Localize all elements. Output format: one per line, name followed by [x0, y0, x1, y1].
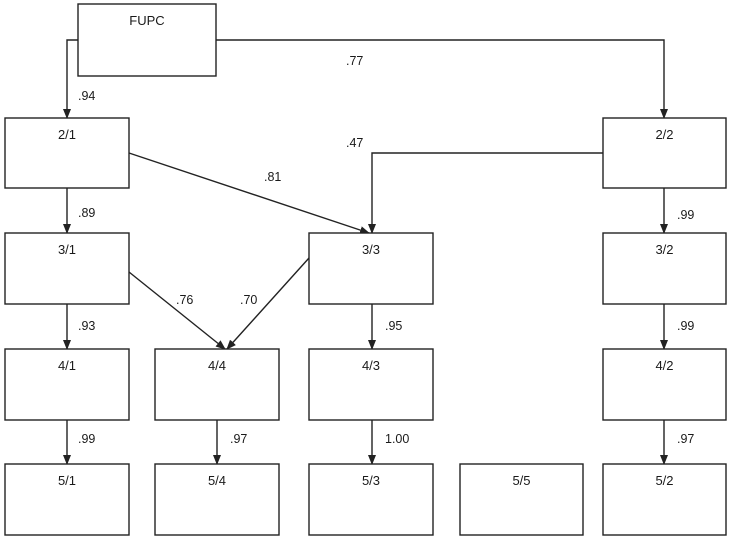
node-box	[602, 117, 727, 189]
edge-arrow	[63, 39, 78, 119]
edge-coefficient-label: .93	[78, 319, 95, 333]
edge-FUPC-to-2-1: .94	[63, 39, 95, 119]
node-2-2: 2/2	[602, 117, 727, 189]
node-label: 5/5	[512, 473, 530, 488]
edge-2-1-to-3-1: .89	[63, 188, 95, 234]
node-label: 2/2	[655, 127, 673, 142]
edge-arrow	[226, 257, 310, 350]
node-box	[308, 463, 434, 536]
node-label: FUPC	[129, 13, 164, 28]
node-3-3: 3/3	[308, 232, 434, 305]
nodes-layer: FUPC 2/1 2/2 3/1 3/3 3/2 4/1 4/4 4/3 4/2 5/1 5/4 5/3…	[4, 3, 727, 536]
node-box	[459, 463, 584, 536]
edge-arrow	[216, 39, 668, 119]
node-label: 2/1	[58, 127, 76, 142]
node-label: 5/4	[208, 473, 226, 488]
node-box	[308, 232, 434, 305]
edge-2-2-to-3-3: .47	[346, 136, 603, 234]
node-5-4: 5/4	[154, 463, 280, 536]
node-box	[4, 117, 130, 189]
node-5-2: 5/2	[602, 463, 727, 536]
edge-arrow	[368, 152, 603, 234]
edge-coefficient-label: .76	[176, 293, 193, 307]
edge-coefficient-label: .99	[677, 319, 694, 333]
node-4-1: 4/1	[4, 348, 130, 421]
edge-3-1-to-4-1: .93	[63, 304, 95, 350]
node-box	[308, 348, 434, 421]
node-label: 3/2	[655, 242, 673, 257]
node-4-2: 4/2	[602, 348, 727, 421]
node-label: 5/1	[58, 473, 76, 488]
edge-coefficient-label: .99	[78, 432, 95, 446]
node-box	[602, 232, 727, 305]
node-box	[77, 3, 217, 77]
node-2-1: 2/1	[4, 117, 130, 189]
edge-3-2-to-4-2: .99	[660, 304, 694, 350]
node-box	[4, 232, 130, 305]
edge-2-2-to-3-2: .99	[660, 188, 694, 234]
edges-layer: .94 .77 .89 .81 .47 .99 .93 .76 .70 .95 .99 .99 .97 1…	[63, 39, 694, 465]
node-label: 3/1	[58, 242, 76, 257]
node-3-1: 3/1	[4, 232, 130, 305]
edge-coefficient-label: .94	[78, 89, 95, 103]
edge-coefficient-label: .89	[78, 206, 95, 220]
edge-4-4-to-5-4: .97	[213, 420, 247, 465]
node-box	[602, 348, 727, 421]
node-4-4: 4/4	[154, 348, 280, 421]
edge-4-1-to-5-1: .99	[63, 420, 95, 465]
edge-coefficient-label: .47	[346, 136, 363, 150]
node-4-3: 4/3	[308, 348, 434, 421]
edge-4-3-to-5-3: 1.00	[368, 420, 409, 465]
node-5-3: 5/3	[308, 463, 434, 536]
node-5-1: 5/1	[4, 463, 130, 536]
node-box	[4, 348, 130, 421]
edge-FUPC-to-2-2: .77	[216, 39, 668, 119]
node-box	[4, 463, 130, 536]
node-fupc: FUPC	[77, 3, 217, 77]
edge-coefficient-label: .81	[264, 170, 281, 184]
node-label: 5/3	[362, 473, 380, 488]
edge-2-1-to-3-3: .81	[128, 152, 370, 234]
node-label: 4/4	[208, 358, 226, 373]
node-5-5: 5/5	[459, 463, 584, 536]
node-label: 5/2	[655, 473, 673, 488]
node-label: 4/2	[655, 358, 673, 373]
node-box	[154, 348, 280, 421]
node-label: 3/3	[362, 242, 380, 257]
node-box	[602, 463, 727, 536]
edge-arrow	[128, 271, 226, 350]
edge-coefficient-label: .77	[346, 54, 363, 68]
edge-coefficient-label: .97	[677, 432, 694, 446]
edge-4-2-to-5-2: .97	[660, 420, 694, 465]
edge-arrow	[128, 152, 370, 234]
node-3-2: 3/2	[602, 232, 727, 305]
edge-coefficient-label: 1.00	[385, 432, 409, 446]
edge-coefficient-label: .70	[240, 293, 257, 307]
edge-3-1-to-4-4: .76	[128, 271, 226, 350]
edge-3-3-to-4-4: .70	[226, 257, 310, 350]
node-box	[154, 463, 280, 536]
edge-coefficient-label: .97	[230, 432, 247, 446]
node-label: 4/3	[362, 358, 380, 373]
edge-coefficient-label: .95	[385, 319, 402, 333]
node-label: 4/1	[58, 358, 76, 373]
edge-coefficient-label: .99	[677, 208, 694, 222]
edge-3-3-to-4-3: .95	[368, 304, 402, 350]
